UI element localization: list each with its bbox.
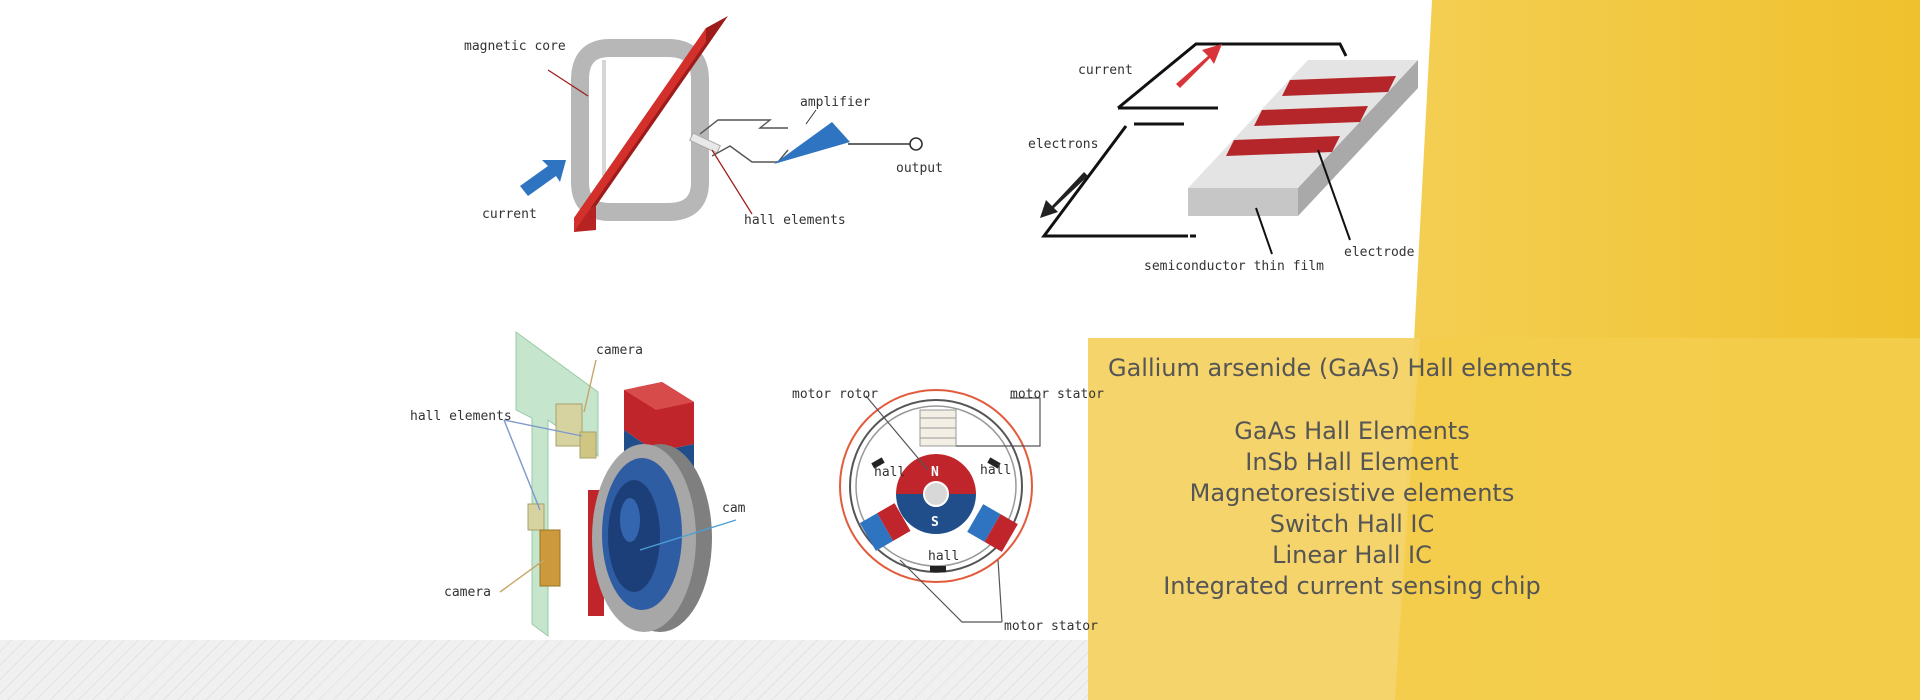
label-north: N	[931, 465, 939, 480]
cam-disk-shine	[620, 498, 640, 542]
leader-amp	[805, 109, 817, 125]
leader-rotor	[865, 395, 929, 471]
magnet-north-top	[624, 382, 694, 410]
leader-hall-elements	[503, 419, 583, 437]
leader-stator-bottom	[899, 559, 1002, 623]
label-output: output	[896, 161, 943, 176]
label-semiconductor-thin-film: semiconductor thin film	[1144, 259, 1324, 274]
label-current: current	[482, 207, 537, 222]
stator-outer-ring	[839, 389, 1033, 583]
label-south: S	[931, 515, 939, 530]
film-front	[1188, 188, 1298, 216]
amp-wire-bottom	[711, 145, 789, 163]
label-hall-left: hall	[874, 465, 905, 480]
hall-chip-low	[527, 503, 545, 531]
leader-core	[547, 69, 589, 97]
current-arrow-icon	[1176, 44, 1222, 88]
electrode-2	[1254, 106, 1368, 126]
electron-arrow-icon	[1040, 172, 1088, 218]
amp-wire-top	[699, 119, 788, 135]
circuit-loop	[1117, 42, 1348, 110]
label-amplifier: amplifier	[800, 95, 871, 110]
stator-coil-right	[967, 504, 1018, 552]
product-list: GaAs Hall Elements InSb Hall Element Mag…	[1088, 416, 1616, 602]
hall-sensor-right	[987, 457, 1001, 469]
leader-electrode	[1317, 149, 1351, 241]
leader-camera-top	[583, 359, 597, 413]
label-cam: cam	[722, 501, 746, 516]
label-hall-bottom: hall	[928, 549, 959, 564]
hall-sensor-bottom	[930, 566, 946, 572]
core-ring	[571, 39, 709, 221]
label-current: current	[1078, 63, 1133, 78]
conductor-bar-front	[574, 28, 706, 232]
product-list-item[interactable]: Linear Hall IC	[1272, 541, 1432, 569]
conductor-bar-face	[574, 206, 596, 232]
rotor-shaft	[923, 481, 949, 507]
product-list-item[interactable]: Magnetoresistive elements	[1189, 479, 1515, 507]
leader-stator-bottom-2	[997, 559, 1003, 623]
label-magnetic-core: magnetic core	[464, 39, 566, 54]
hall-sensor-left	[871, 457, 885, 469]
electrode-3	[1226, 136, 1340, 156]
label-electrode: electrode	[1344, 245, 1415, 260]
hall-chip-bottom	[539, 529, 561, 587]
panel-title: Gallium arsenide (GaAs) Hall elements	[1108, 354, 1573, 382]
rotor-north	[896, 454, 976, 494]
label-motor-stator-bottom: motor stator	[1004, 619, 1098, 634]
stator-coil-left	[859, 503, 911, 551]
label-electrons: electrons	[1028, 137, 1098, 152]
label-camera-top: camera	[596, 343, 643, 358]
leader-hall-elements-2	[503, 419, 541, 511]
leader-film	[1255, 207, 1273, 255]
product-info-panel: Gallium arsenide (GaAs) Hall elements Ga…	[1088, 338, 1920, 700]
amplifier-icon	[774, 122, 850, 164]
rotor-south	[896, 494, 976, 534]
product-list-item[interactable]: GaAs Hall Elements	[1234, 417, 1470, 445]
product-list-item[interactable]: InSb Hall Element	[1245, 448, 1459, 476]
product-list-item[interactable]: Integrated current sensing chip	[1163, 572, 1541, 600]
label-hall-right: hall	[980, 463, 1011, 478]
hall-chip-top	[555, 403, 583, 447]
label-hall-elements: hall elements	[744, 213, 846, 228]
electrode-1	[1282, 76, 1396, 96]
leader-stator-top	[956, 397, 1041, 447]
hall-element-chip	[689, 132, 721, 154]
product-list-item[interactable]: Switch Hall IC	[1269, 510, 1435, 538]
yellow-panel-highlight	[1088, 338, 1420, 700]
leader-hall	[711, 149, 753, 215]
label-motor-stator-top: motor stator	[1010, 387, 1104, 402]
leader-cam	[639, 519, 737, 551]
leader-camera-bottom	[499, 559, 545, 593]
label-hall-elements: hall elements	[410, 409, 512, 424]
circuit-return	[1041, 125, 1188, 238]
label-camera-bottom: camera	[444, 585, 491, 600]
hall-chip-mid	[579, 431, 597, 459]
output-terminal-icon	[909, 137, 923, 151]
current-arrow-icon	[520, 160, 566, 196]
label-motor-rotor: motor rotor	[792, 387, 878, 402]
